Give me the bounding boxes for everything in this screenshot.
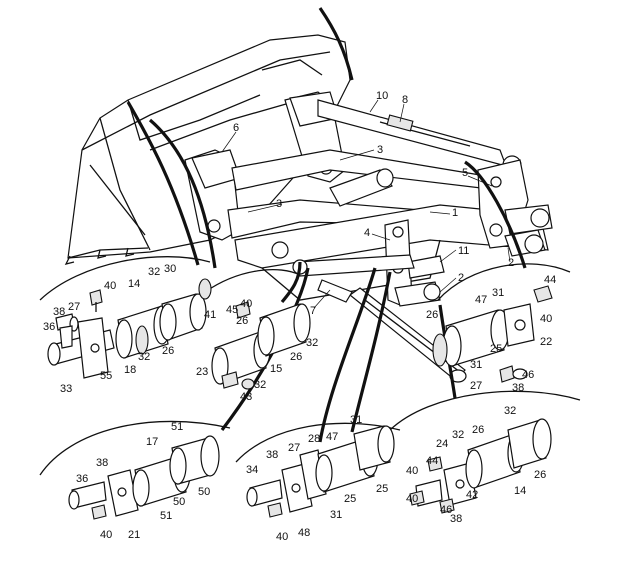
callouts-detail-f: 32 26 24 32 40 44 26 42 14 46 40 38 <box>406 405 546 525</box>
callout-c-22: 22 <box>540 336 552 348</box>
callout-e-25b: 25 <box>344 493 356 505</box>
callout-d-36: 36 <box>76 473 88 485</box>
callout-d-50b: 50 <box>173 496 185 508</box>
callouts-detail-a: 40 38 27 36 14 32 30 26 32 33 55 18 <box>43 263 176 395</box>
callout-f-26b: 26 <box>534 469 546 481</box>
callout-main-6: 6 <box>233 122 239 134</box>
callout-d-51a: 51 <box>171 421 183 433</box>
callout-e-48: 48 <box>298 527 310 539</box>
callout-main-2b: 2 <box>458 272 464 284</box>
callout-c-38: 38 <box>512 382 524 394</box>
callout-d-51b: 51 <box>160 510 172 522</box>
callout-main-1: 1 <box>452 207 458 219</box>
callout-main-4: 4 <box>364 227 370 239</box>
callout-b-43: 43 <box>240 391 252 403</box>
callout-e-25a: 25 <box>376 483 388 495</box>
callouts-detail-b: 45 40 26 41 32 15 26 23 32 43 <box>196 298 318 403</box>
detail-leader-curves <box>126 7 527 443</box>
callout-a-18: 18 <box>124 364 136 376</box>
callout-a-33: 33 <box>60 383 72 395</box>
callout-main-10: 10 <box>376 90 388 102</box>
callout-b-40: 40 <box>240 298 252 310</box>
callout-e-40: 40 <box>276 531 288 543</box>
detail-c-pivot-pin <box>432 285 553 383</box>
callout-f-32a: 32 <box>504 405 516 417</box>
callout-a-30: 30 <box>164 263 176 275</box>
callouts-detail-c: 44 47 31 40 26 25 22 31 46 27 38 <box>426 274 556 394</box>
callout-d-40: 40 <box>100 529 112 541</box>
callout-b-32b: 32 <box>254 379 266 391</box>
callout-main-7: 7 <box>310 305 316 317</box>
callout-a-55: 55 <box>100 370 112 382</box>
callout-f-38: 38 <box>450 513 462 525</box>
callout-e-31b: 31 <box>330 509 342 521</box>
callout-f-26a: 26 <box>472 424 484 436</box>
callout-c-26: 26 <box>426 309 438 321</box>
callout-b-26a: 26 <box>236 315 248 327</box>
callout-b-41: 41 <box>204 309 216 321</box>
callout-a-26: 26 <box>162 345 174 357</box>
callout-c-31b: 31 <box>470 359 482 371</box>
callout-leader-lines <box>221 99 511 309</box>
detail-a-pivot-pin <box>47 278 212 379</box>
callout-f-42: 42 <box>466 489 478 501</box>
callout-d-50a: 50 <box>198 486 210 498</box>
callout-f-24: 24 <box>436 438 448 450</box>
callout-main-3a: 3 <box>377 144 383 156</box>
callout-d-38: 38 <box>96 457 108 469</box>
detail-e-pivot-pin <box>246 425 395 518</box>
callout-c-31a: 31 <box>492 287 504 299</box>
callout-a-38: 38 <box>53 306 65 318</box>
callout-c-27: 27 <box>470 380 482 392</box>
callout-b-15: 15 <box>270 363 282 375</box>
callout-c-25: 25 <box>490 343 502 355</box>
callouts-detail-d: 51 17 38 36 50 50 51 40 21 <box>76 421 210 541</box>
callout-f-14: 14 <box>514 485 526 497</box>
detail-f-pivot-pin <box>409 418 552 514</box>
callout-e-34: 34 <box>246 464 258 476</box>
callouts-main: 10 8 6 3 3 5 1 4 11 2 2 7 <box>233 90 514 317</box>
detail-circle-outlines <box>39 256 581 476</box>
callout-e-38: 38 <box>266 449 278 461</box>
callout-main-8: 8 <box>402 94 408 106</box>
callout-e-31a: 31 <box>350 414 362 426</box>
callout-main-11: 11 <box>458 245 469 257</box>
callout-a-27: 27 <box>68 301 80 313</box>
callout-a-40: 40 <box>104 280 116 292</box>
callouts-detail-e: 31 28 47 27 38 34 25 25 48 40 31 <box>246 414 388 543</box>
callout-e-28: 28 <box>308 433 320 445</box>
detail-d-pivot-pin <box>68 435 220 520</box>
callout-main-2a: 2 <box>508 257 514 269</box>
callout-f-44: 44 <box>426 455 438 467</box>
loader-assembly-drawing <box>64 34 553 383</box>
callout-a-32b: 32 <box>138 351 150 363</box>
callout-b-32a: 32 <box>306 337 318 349</box>
callout-f-32b: 32 <box>452 429 464 441</box>
callout-c-40: 40 <box>540 313 552 325</box>
detail-b-pivot-pin <box>211 301 311 390</box>
callout-f-40a: 40 <box>406 465 418 477</box>
callout-c-44: 44 <box>544 274 556 286</box>
callout-b-26b: 26 <box>290 351 302 363</box>
callout-c-47: 47 <box>475 294 487 306</box>
callout-c-46: 46 <box>522 369 534 381</box>
callout-a-36: 36 <box>43 321 55 333</box>
callout-e-47: 47 <box>326 431 338 443</box>
callout-b-45: 45 <box>226 304 238 316</box>
callout-main-5: 5 <box>462 167 468 179</box>
callout-b-23: 23 <box>196 366 208 378</box>
callout-a-14: 14 <box>128 278 140 290</box>
callout-a-32a: 32 <box>148 266 160 278</box>
callout-e-27: 27 <box>288 442 300 454</box>
callout-main-3b: 3 <box>276 198 282 210</box>
callout-f-46: 46 <box>440 504 452 516</box>
callout-d-17: 17 <box>146 436 158 448</box>
callout-d-21: 21 <box>128 529 140 541</box>
callout-f-40b: 40 <box>406 493 418 505</box>
